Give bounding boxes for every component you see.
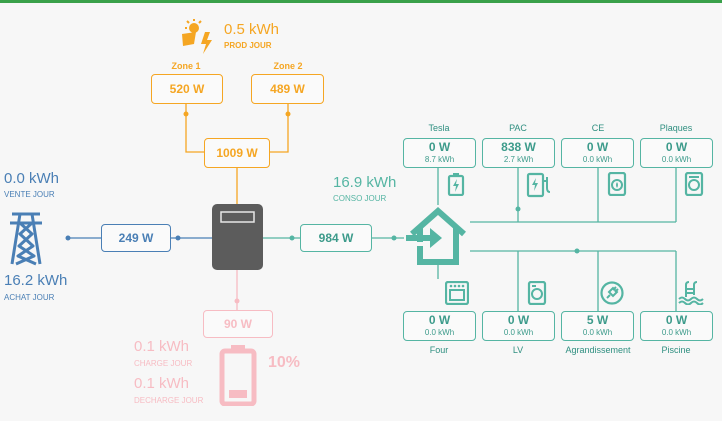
solar-panel-sun-icon xyxy=(180,18,218,56)
load-box-tesla[interactable]: 0 W 8.7 kWh xyxy=(403,138,476,168)
load-energy-agrandissement: 0.0 kWh xyxy=(582,328,613,337)
zone-2-label: Zone 2 xyxy=(273,61,303,71)
load-energy-tesla: 8.7 kWh xyxy=(424,155,455,164)
zone-1-power[interactable]: 520 W xyxy=(151,74,223,104)
load-power-agrandissement: 5 W xyxy=(586,313,609,327)
battery-level-fill xyxy=(229,390,247,398)
load-label-agrandissement: Agrandissement xyxy=(565,345,631,355)
load-box-pac[interactable]: 838 W 2.7 kWh xyxy=(482,138,555,168)
dishwasher-icon xyxy=(527,280,547,306)
load-energy-pac: 2.7 kWh xyxy=(503,155,534,164)
house-power[interactable]: 984 W xyxy=(300,224,372,252)
load-energy-lv: 0.0 kWh xyxy=(503,328,534,337)
grid-sell-energy: 0.0 kWh xyxy=(4,170,60,187)
inverter-icon xyxy=(212,204,263,270)
battery-soc: 10% xyxy=(268,354,301,371)
house-arrow-icon xyxy=(404,206,472,268)
zone-2-power[interactable]: 489 W xyxy=(251,74,324,104)
battery-charge-energy: 0.1 kWh xyxy=(134,338,190,355)
battery-discharge-energy: 0.1 kWh xyxy=(134,375,190,392)
load-label-piscine: Piscine xyxy=(661,345,691,355)
load-power-plaques: 0 W xyxy=(665,140,688,154)
power-plug-icon xyxy=(600,281,624,305)
oven-icon xyxy=(444,280,470,306)
grid-power[interactable]: 249 W xyxy=(101,224,171,252)
house-energy: 16.9 kWh xyxy=(333,174,397,191)
solar-energy: 0.5 kWh xyxy=(224,21,280,38)
load-box-plaques[interactable]: 0 W 0.0 kWh xyxy=(640,138,713,168)
load-energy-ce: 0.0 kWh xyxy=(582,155,613,164)
load-box-lv[interactable]: 0 W 0.0 kWh xyxy=(482,311,555,341)
battery-discharge-label: DECHARGE JOUR xyxy=(134,396,204,405)
battery-icon xyxy=(219,344,257,407)
solar-total-power[interactable]: 1009 W xyxy=(204,138,270,168)
power-pylon-icon xyxy=(8,210,44,266)
zone-1-label: Zone 1 xyxy=(171,61,201,71)
load-power-piscine: 0 W xyxy=(665,313,688,327)
load-box-ce[interactable]: 0 W 0.0 kWh xyxy=(561,138,634,168)
pool-icon xyxy=(678,281,704,306)
grid-buy-label: ACHAT JOUR xyxy=(4,293,55,302)
water-heater-icon xyxy=(607,171,627,197)
top-accent-bar xyxy=(0,0,722,3)
grid-buy-energy: 16.2 kWh xyxy=(4,272,68,289)
load-power-ce: 0 W xyxy=(586,140,609,154)
ev-charger-icon xyxy=(526,172,552,198)
load-power-lv: 0 W xyxy=(507,313,530,327)
load-label-lv: LV xyxy=(512,345,524,355)
load-box-agrandissement[interactable]: 5 W 0.0 kWh xyxy=(561,311,634,341)
battery-charge-label: CHARGE JOUR xyxy=(134,359,193,368)
load-power-tesla: 0 W xyxy=(428,140,451,154)
load-label-plaques: Plaques xyxy=(659,123,693,133)
car-battery-icon xyxy=(446,172,466,197)
battery-power[interactable]: 90 W xyxy=(203,310,273,338)
load-energy-piscine: 0.0 kWh xyxy=(661,328,692,337)
load-label-tesla: Tesla xyxy=(428,123,450,133)
house-energy-label: CONSO JOUR xyxy=(333,194,387,203)
load-label-ce: CE xyxy=(591,123,605,133)
load-box-four[interactable]: 0 W 0.0 kWh xyxy=(403,311,476,341)
load-energy-four: 0.0 kWh xyxy=(424,328,455,337)
load-power-four: 0 W xyxy=(428,313,451,327)
load-box-piscine[interactable]: 0 W 0.0 kWh xyxy=(640,311,713,341)
load-power-pac: 838 W xyxy=(501,140,536,154)
solar-energy-label: PROD JOUR xyxy=(224,41,272,50)
hob-icon xyxy=(684,171,704,197)
load-energy-plaques: 0.0 kWh xyxy=(661,155,692,164)
load-label-four: Four xyxy=(429,345,449,355)
load-label-pac: PAC xyxy=(509,123,527,133)
grid-sell-label: VENTE JOUR xyxy=(4,190,55,199)
